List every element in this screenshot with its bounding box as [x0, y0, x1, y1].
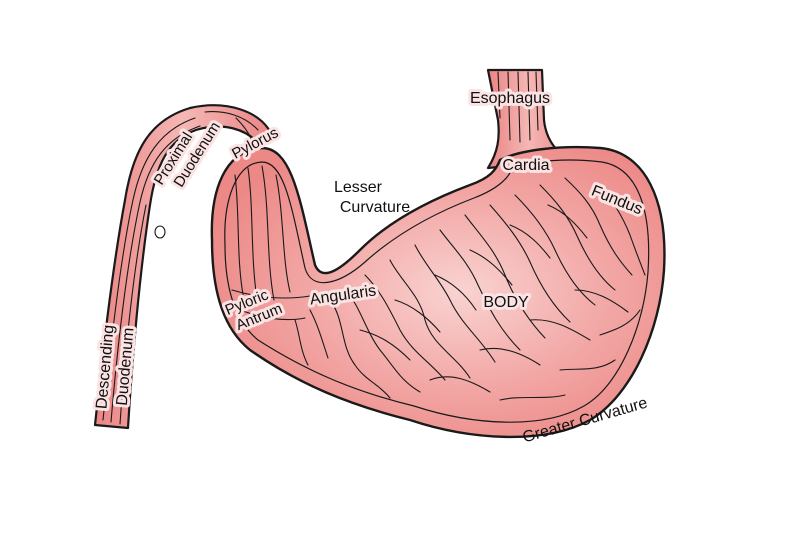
duodenum-folds: [102, 111, 259, 425]
antrum-folds: [231, 165, 329, 366]
label-cardia: Cardia Cardia: [499, 154, 552, 177]
label-lesser-curvature-line2: Curvature: [340, 199, 410, 216]
label-cardia-text: Cardia: [502, 157, 549, 174]
label-descending-duodenum: Descending Descending Duodenum Duodenum: [90, 321, 140, 413]
stomach-inner-wall: [224, 159, 650, 423]
label-lesser-curvature: Lesser Curvature: [334, 179, 410, 216]
label-lesser-curvature-line1: Lesser: [334, 179, 383, 196]
esophagus-folds: [497, 71, 539, 143]
label-descending-duodenum-line2: Duodenum: [114, 327, 138, 406]
svg-text:Cardia: Cardia: [502, 157, 549, 174]
gastric-rugae: [329, 177, 646, 401]
svg-text:BODY: BODY: [483, 294, 529, 311]
stomach-shape: [210, 145, 666, 439]
svg-text:Esophagus: Esophagus: [470, 90, 550, 107]
duodenum-shape: [93, 104, 274, 430]
label-body: BODY BODY: [480, 291, 532, 314]
label-body-text: BODY: [483, 294, 529, 311]
label-esophagus: Esophagus Esophagus: [467, 87, 553, 110]
label-esophagus-text: Esophagus: [470, 90, 550, 107]
